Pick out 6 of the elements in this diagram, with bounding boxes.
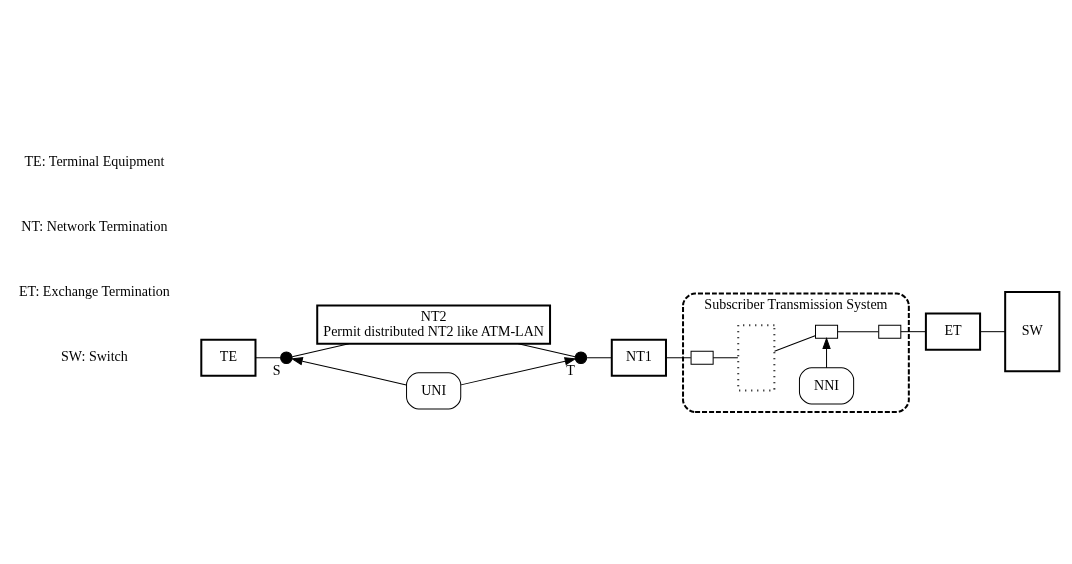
label: NT: Network Termination xyxy=(21,218,168,235)
label: ET: Exchange Termination xyxy=(19,283,170,300)
label: TE: Terminal Equipment xyxy=(24,152,165,169)
label: SW: Switch xyxy=(60,348,128,365)
node-label: S xyxy=(272,361,281,378)
node-label: T xyxy=(566,361,575,378)
